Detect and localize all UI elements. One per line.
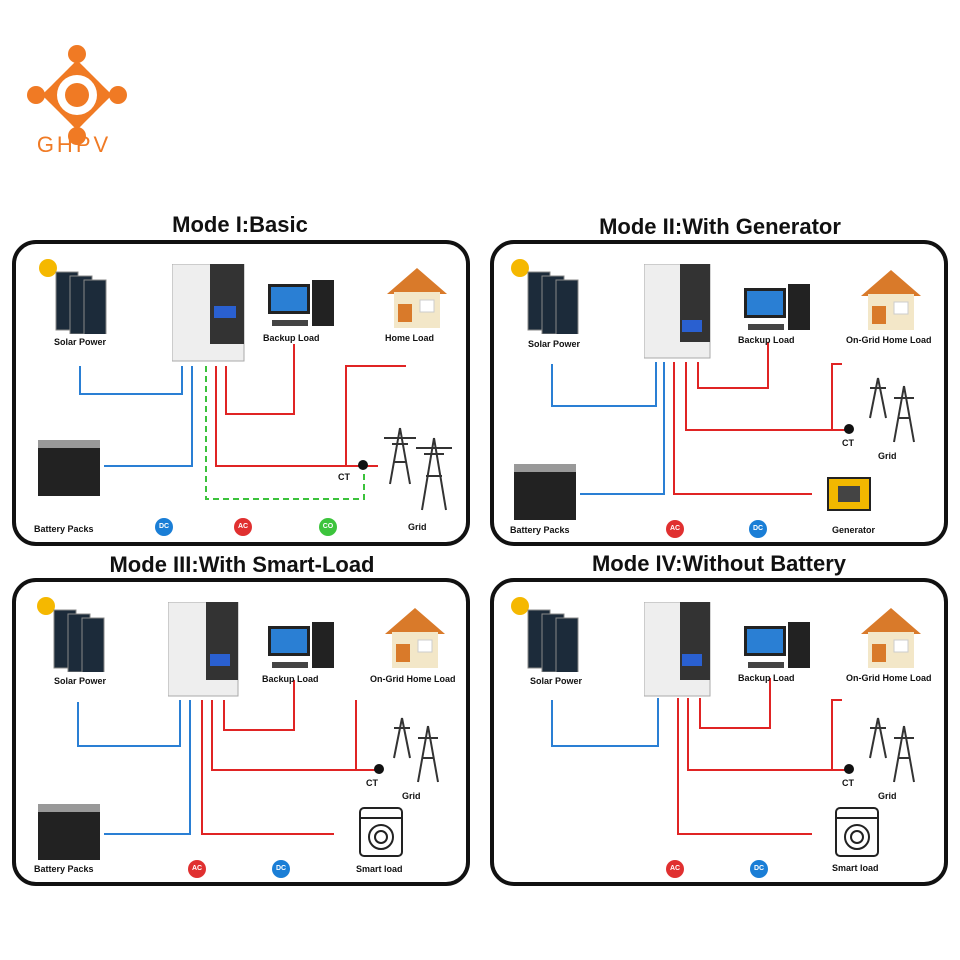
battery-label: Battery Packs: [34, 524, 94, 534]
ct-label: CT: [842, 438, 854, 448]
ct-clamp-icon: [358, 460, 368, 470]
house-icon: [387, 268, 447, 328]
transmission-tower-icon: [869, 377, 915, 443]
mode-4-panel: Solar Power Backup Load On-Grid Home Loa…: [490, 578, 948, 886]
solar-panel-icon: [37, 597, 105, 672]
home-load-label: On-Grid Home Load: [846, 335, 932, 345]
ct-clamp-icon: [844, 764, 854, 774]
mode-3-panel: Solar Power Backup Load On-Grid Home Loa…: [12, 578, 470, 886]
solar-label: Solar Power: [54, 337, 107, 347]
ct-label: CT: [366, 778, 378, 788]
mode-3-title: Mode III:With Smart-Load: [109, 552, 375, 577]
house-icon: [861, 608, 921, 668]
grid-label: Grid: [878, 791, 897, 801]
grid-label: Grid: [408, 522, 427, 532]
computer-icon: [268, 622, 334, 668]
dc-badge: DC: [750, 860, 768, 878]
home-load-label: On-Grid Home Load: [846, 673, 932, 683]
ac-badge: AC: [188, 860, 206, 878]
computer-icon: [744, 622, 810, 668]
grid-label: Grid: [402, 791, 421, 801]
mode-2-panel: Solar Power Backup Load On-Grid Home Loa…: [490, 240, 948, 546]
battery-label: Battery Packs: [34, 864, 94, 874]
ac-badge: AC: [666, 520, 684, 538]
computer-icon: [268, 280, 334, 326]
dc-badge: DC: [272, 860, 290, 878]
solar-label: Solar Power: [528, 339, 581, 349]
inverter-icon: [168, 602, 239, 697]
mode-2-wiring: [551, 342, 848, 495]
smart-load-label: Smart load: [356, 864, 403, 874]
mode-4-title: Mode IV:Without Battery: [591, 551, 847, 576]
dc-badge: DC: [749, 520, 767, 538]
mode-1-panel: Solar Power Backup Load Home Load Batter…: [12, 240, 470, 546]
inverter-icon: [172, 264, 245, 362]
ct-clamp-icon: [374, 764, 384, 774]
battery-icon: [514, 464, 576, 520]
ct-label: CT: [842, 778, 854, 788]
transmission-tower-icon: [384, 427, 452, 511]
backup-load-label: Backup Load: [263, 333, 320, 343]
ac-badge: AC: [234, 518, 252, 536]
transmission-tower-icon: [393, 717, 439, 783]
solar-label: Solar Power: [54, 676, 107, 686]
battery-icon: [38, 804, 100, 860]
brand-name: GHPV: [36, 132, 112, 157]
ct-label: CT: [338, 472, 350, 482]
mode-4-wiring: [551, 678, 848, 835]
ct-clamp-icon: [844, 424, 854, 434]
inverter-icon: [644, 602, 711, 697]
generator-icon: [827, 477, 871, 511]
mode-1-title: Mode I:Basic: [172, 212, 308, 237]
ac-badge: AC: [666, 860, 684, 878]
battery-label: Battery Packs: [510, 525, 570, 535]
washing-machine-icon: [359, 807, 403, 857]
house-icon: [861, 270, 921, 330]
generator-label: Generator: [832, 525, 876, 535]
transmission-tower-icon: [869, 717, 915, 783]
dc-badge: DC: [155, 518, 173, 536]
mode-2-title: Mode II:With Generator: [599, 214, 841, 239]
ghpv-logo-icon: [27, 45, 127, 145]
mode-1-wiring: [79, 344, 406, 500]
solar-label: Solar Power: [530, 676, 583, 686]
home-load-label: Home Load: [385, 333, 435, 343]
backup-load-label: Backup Load: [738, 335, 795, 345]
backup-load-label: Backup Load: [738, 673, 795, 683]
solar-panel-icon: [511, 259, 579, 334]
solar-panel-icon: [511, 597, 579, 672]
mode-3-wiring: [77, 680, 376, 835]
smart-load-label: Smart load: [832, 863, 879, 873]
computer-icon: [744, 284, 810, 330]
home-load-label: On-Grid Home Load: [370, 674, 456, 684]
washing-machine-icon: [835, 807, 879, 857]
co-badge: CO: [319, 518, 337, 536]
solar-panel-icon: [39, 259, 107, 334]
inverter-icon: [644, 264, 711, 359]
grid-label: Grid: [878, 451, 897, 461]
house-icon: [385, 608, 445, 668]
backup-load-label: Backup Load: [262, 674, 319, 684]
battery-icon: [38, 440, 100, 496]
